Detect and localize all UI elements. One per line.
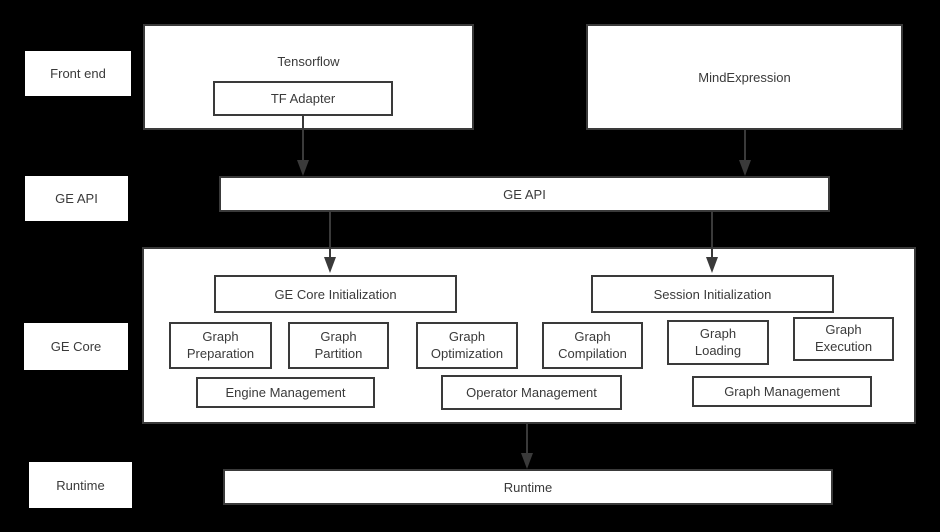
arrow-mindexpression-to-ge-api-icon	[739, 130, 751, 176]
side-label-front-end: Front end	[25, 51, 131, 96]
graph-compilation-line1: Graph	[574, 328, 611, 344]
graph-optimization-line1: Graph	[448, 328, 486, 344]
graph-optimization-line2: Optimization	[430, 345, 504, 361]
graph-management-label: Graph Management	[724, 384, 840, 399]
node-graph-execution: Graph Execution	[793, 317, 894, 361]
ge-api-label: GE API	[503, 186, 546, 202]
graph-preparation-line2: Preparation	[186, 345, 255, 361]
session-initialization-label: Session Initialization	[653, 286, 772, 302]
arrow-shaft	[526, 424, 528, 453]
engine-management-label: Engine Management	[225, 385, 346, 400]
graph-execution-line2: Execution	[814, 339, 873, 354]
node-graph-management: Graph Management	[692, 376, 872, 407]
node-operator-management: Operator Management	[441, 375, 622, 410]
tensorflow-label: Tensorflow	[277, 54, 340, 69]
arrow-shaft	[744, 130, 746, 160]
side-label-ge-core: GE Core	[24, 323, 128, 370]
node-runtime: Runtime	[223, 469, 833, 505]
node-tf-adapter: TF Adapter	[213, 81, 393, 116]
graph-loading-line2: Loading	[694, 342, 742, 358]
side-label-ge-api: GE API	[25, 176, 128, 221]
node-graph-preparation: Graph Preparation	[169, 322, 272, 369]
arrow-head	[521, 453, 533, 469]
node-session-initialization: Session Initialization	[591, 275, 834, 313]
node-ge-core-container: GE Core Initialization Session Initializ…	[142, 247, 916, 424]
node-tensorflow: Tensorflow TF Adapter	[143, 24, 474, 130]
arrow-ge-api-to-session-initialization-icon	[706, 212, 718, 273]
side-label-runtime: Runtime	[29, 462, 132, 508]
arrow-shaft	[302, 114, 304, 160]
arrow-shaft	[329, 212, 331, 257]
operator-management-label: Operator Management	[466, 385, 597, 400]
node-graph-partition: Graph Partition	[288, 322, 389, 369]
graph-loading-line1: Graph	[699, 325, 737, 341]
arrow-tf-adapter-to-ge-api-icon	[297, 114, 309, 176]
runtime-label: Runtime	[503, 479, 553, 495]
arrow-shaft	[711, 212, 713, 257]
mindexpression-label: MindExpression	[698, 69, 791, 85]
graph-partition-line2: Partition	[314, 345, 363, 361]
arrow-head	[324, 257, 336, 273]
arrow-head	[706, 257, 718, 273]
tf-adapter-label: TF Adapter	[270, 91, 336, 106]
graph-partition-line1: Graph	[320, 328, 357, 344]
node-engine-management: Engine Management	[196, 377, 375, 408]
arrow-head	[739, 160, 751, 176]
node-mindexpression: MindExpression	[586, 24, 903, 130]
node-ge-api: GE API	[219, 176, 830, 212]
graph-compilation-line2: Compilation	[558, 345, 627, 361]
node-ge-core-initialization: GE Core Initialization	[214, 275, 457, 313]
arrow-ge-api-to-ge-core-initialization-icon	[324, 212, 336, 273]
node-graph-loading: Graph Loading	[667, 320, 769, 365]
node-graph-compilation: Graph Compilation	[542, 322, 643, 369]
ge-core-initialization-label: GE Core Initialization	[274, 286, 397, 302]
node-graph-optimization: Graph Optimization	[416, 322, 518, 369]
arrow-head	[297, 160, 309, 176]
graph-execution-line1: Graph	[825, 322, 862, 338]
arrow-ge-core-to-runtime-icon	[521, 424, 533, 469]
graph-preparation-line1: Graph	[202, 328, 239, 344]
